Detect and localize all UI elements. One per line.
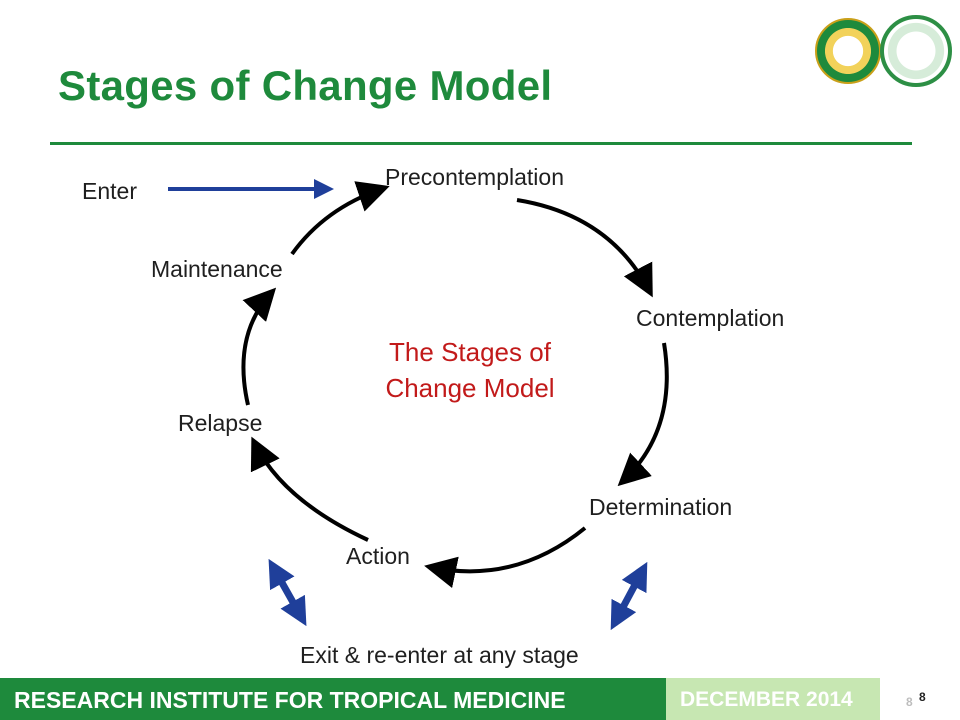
- footer-date-band: [666, 678, 880, 720]
- page-number-shadow: 8: [906, 695, 913, 709]
- footer-page-band: [880, 678, 960, 720]
- arrow-action-to-relapse: [250, 436, 369, 542]
- stage-relapse: Relapse: [178, 410, 263, 436]
- republic-philippines-logo: [815, 18, 881, 84]
- center-title-line-1: The Stages of: [389, 337, 551, 367]
- arrow-precontemplation-to-contemplation: [516, 198, 653, 298]
- footer-organization: RESEARCH INSTITUTE FOR TROPICAL MEDICINE: [14, 687, 566, 713]
- page-number: 8: [919, 690, 926, 704]
- title-divider: [50, 142, 912, 145]
- arrow-determination-to-action: [424, 526, 587, 589]
- exit-reenter-label: Exit & re-enter at any stage: [300, 642, 579, 668]
- right-exit-reenter-arrow: [610, 561, 648, 631]
- footer-date: DECEMBER 2014: [680, 688, 853, 711]
- stage-action: Action: [346, 543, 410, 569]
- left-exit-reenter-arrow: [268, 558, 307, 627]
- department-of-health-logo: [880, 15, 952, 87]
- stage-determination: Determination: [589, 494, 733, 520]
- arrow-relapse-to-maintenance: [241, 287, 277, 406]
- stage-maintenance: Maintenance: [151, 256, 283, 282]
- slide-footer: RESEARCH INSTITUTE FOR TROPICAL MEDICINE…: [0, 678, 960, 720]
- stage-precontemplation: Precontemplation: [385, 164, 564, 190]
- arrow-maintenance-to-precontemplation: [290, 181, 390, 256]
- center-title-line-2: Change Model: [385, 373, 555, 403]
- stage-contemplation: Contemplation: [636, 305, 785, 331]
- diagram-center-title: The Stages of Change Model: [340, 334, 600, 406]
- page-title: Stages of Change Model: [58, 62, 553, 109]
- enter-label: Enter: [82, 178, 137, 204]
- footer-organization-band: [0, 678, 666, 720]
- arrow-contemplation-to-determination: [617, 342, 669, 487]
